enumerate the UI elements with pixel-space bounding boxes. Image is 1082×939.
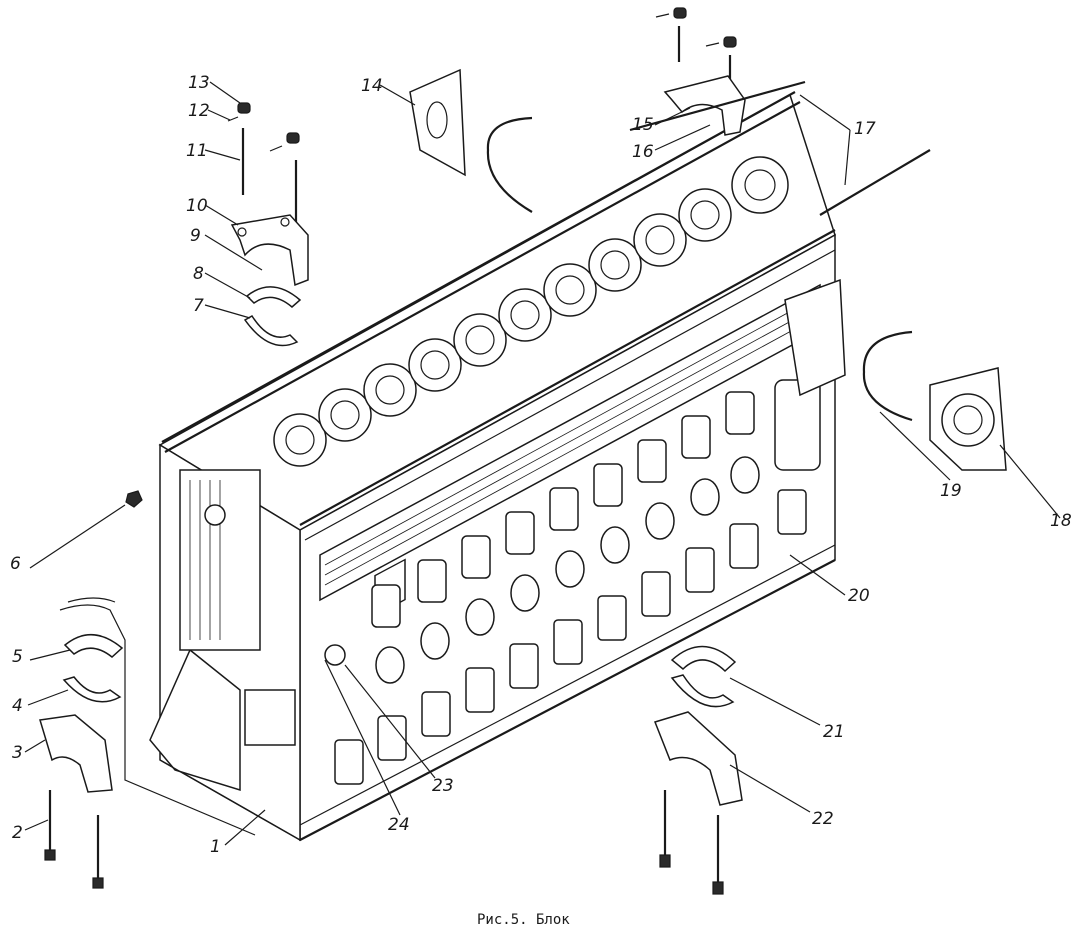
half-shells-5-4 [62,633,124,703]
callout-4: 4 [12,696,23,716]
callout-labels: 13 12 11 10 9 8 7 14 15 16 17 18 19 6 5 … [10,73,1072,857]
long-rails-17 [629,80,931,216]
bearing-cap-22 [654,711,743,806]
callout-22: 22 [812,809,834,829]
callout-17: 17 [854,119,876,139]
callout-19: 19 [940,481,962,501]
callout-8: 8 [193,264,204,284]
seal-strip-right [862,330,913,422]
callout-21: 21 [823,722,845,742]
callout-24: 24 [388,815,410,835]
engine-block [149,91,846,842]
nut-6 [125,490,143,508]
figure-caption: Рис.5. Блок [477,912,570,928]
callout-7: 7 [193,296,204,316]
callout-2: 2 [12,823,23,843]
leader-lines [24,81,1061,846]
pipe-1 [59,604,256,836]
callout-13: 13 [188,73,210,93]
callout-6: 6 [10,554,21,574]
stud-nut-set-left [227,102,300,225]
window-rows [334,391,807,785]
callout-1: 1 [210,837,221,857]
callout-5: 5 [12,647,23,667]
end-cover-18 [929,367,1007,471]
callout-9: 9 [190,226,201,246]
callout-10: 10 [186,196,208,216]
callout-20: 20 [848,586,870,606]
callout-14: 14 [361,76,383,96]
half-shells-8-7 [243,286,302,347]
bolts-2 [44,790,104,889]
callout-12: 12 [188,101,210,121]
callout-18: 18 [1050,511,1072,531]
half-shells-21 [670,645,737,708]
bearing-cap-3 [39,714,113,793]
seal-strip-upper [486,116,533,213]
bearing-cap-15 [655,7,746,136]
bearing-saddles [273,156,789,467]
bearing-cap-10 [230,214,309,287]
callout-11: 11 [186,141,208,161]
callout-23: 23 [432,776,454,796]
end-cover-14 [409,68,466,177]
callout-3: 3 [12,743,23,763]
callout-16: 16 [632,142,654,162]
callout-15: 15 [632,115,654,135]
bolts-right [659,790,724,895]
